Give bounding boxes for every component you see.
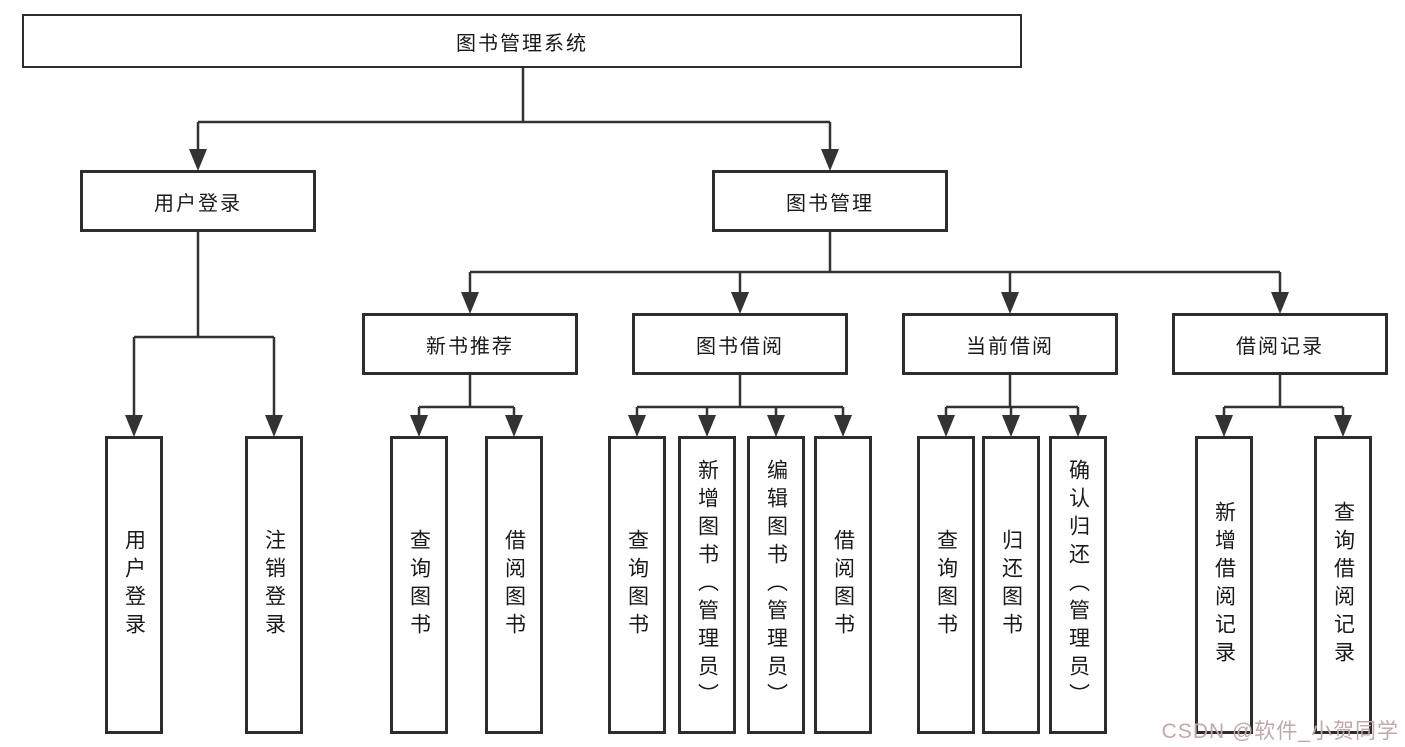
watermark: CSDN @软件_小贺同学	[1161, 720, 1399, 743]
node-new-book-recommend: 新书推荐	[362, 313, 578, 375]
leaf-add-books-admin: 新增图书（管理员）	[678, 436, 736, 734]
connector-userlogin-to-leaves	[132, 232, 276, 418]
leaf-return-books: 归还图书	[982, 436, 1040, 734]
leaf-query-borrow-record: 查询借阅记录	[1314, 436, 1372, 734]
node-user-login: 用户登录	[80, 170, 316, 232]
connector-bookmgmt-to-level3	[468, 232, 1282, 296]
leaf-newbook-query-books: 查询图书	[390, 436, 448, 734]
leaf-edit-books-admin: 编辑图书（管理员）	[747, 436, 805, 734]
node-current-borrow: 当前借阅	[902, 313, 1118, 375]
leaf-current-query-books: 查询图书	[917, 436, 975, 734]
leaf-borrow-query-books: 查询图书	[608, 436, 666, 734]
connector-currentborrow-to-leaves	[944, 375, 1080, 418]
node-book-borrow: 图书借阅	[632, 313, 848, 375]
leaf-confirm-return-admin: 确认归还（管理员）	[1049, 436, 1107, 734]
node-root: 图书管理系统	[22, 14, 1022, 68]
leaf-add-borrow-record: 新增借阅记录	[1195, 436, 1253, 734]
node-borrow-records: 借阅记录	[1172, 313, 1388, 375]
connector-root-to-level2	[196, 68, 832, 152]
connector-bookborrow-to-leaves	[635, 375, 845, 418]
connector-newbook-to-leaves	[417, 375, 516, 418]
leaf-user-login: 用户登录	[105, 436, 163, 734]
leaf-logout: 注销登录	[245, 436, 303, 734]
leaf-borrow-borrow-books: 借阅图书	[814, 436, 872, 734]
leaf-newbook-borrow-books: 借阅图书	[485, 436, 543, 734]
connector-records-to-leaves	[1222, 375, 1345, 418]
arrowheads	[125, 149, 1352, 437]
node-book-management: 图书管理	[712, 170, 948, 232]
